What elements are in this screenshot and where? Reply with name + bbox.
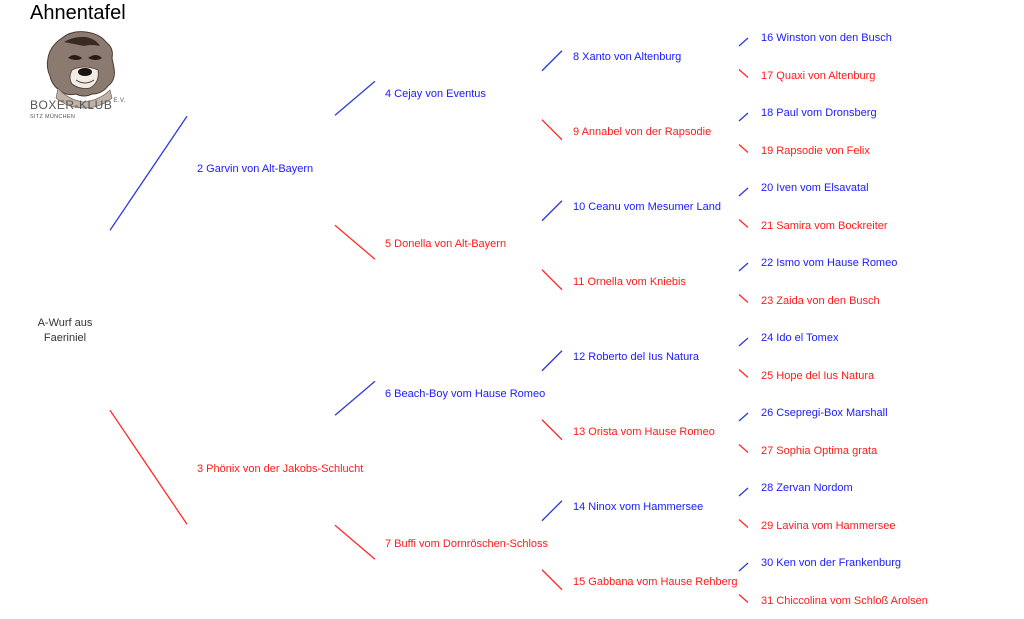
connector-line-13 (541, 419, 563, 441)
root-litter: A-Wurf aus Faeriniel (30, 316, 100, 346)
ancestor-31: 31 Chiccolina vom Schloß Arolsen (761, 594, 928, 607)
connector-line-14 (541, 500, 563, 522)
ancestor-30: 30 Ken von der Frankenburg (761, 557, 902, 569)
connector-line-28 (738, 487, 749, 497)
connector-line-31 (738, 594, 749, 603)
connector-line-4 (334, 80, 376, 116)
connector-line-24 (738, 337, 749, 347)
ancestor-7: 7 Buffi vom Dornröschen-Schloss (385, 538, 549, 551)
logo-subtitle: SITZ MÜNCHEN (30, 114, 76, 120)
ancestor-20: 20 Iven vom Elsavatal (761, 182, 869, 194)
connector-line-25 (738, 369, 749, 378)
ancestor-5: 5 Donella von Alt-Bayern (385, 238, 507, 251)
connector-line-30 (738, 562, 749, 572)
connector-line-21 (738, 219, 749, 228)
logo-suffix: E.V. (113, 98, 127, 104)
ancestor-15: 15 Gabbana vom Hause Rehberg (573, 575, 738, 588)
connector-line-2 (109, 115, 188, 231)
page-title: Ahnentafel (30, 2, 126, 24)
ancestor-29: 29 Lavina vom Hammersee (761, 519, 896, 532)
ancestor-2: 2 Garvin von Alt-Bayern (197, 163, 314, 176)
connector-line-17 (738, 69, 749, 78)
connector-line-6 (334, 380, 376, 416)
logo-wordmark: BOXER-KLUBE.V. (30, 98, 126, 112)
connector-line-20 (738, 187, 749, 197)
connector-line-11 (541, 269, 563, 291)
connector-line-3 (109, 409, 188, 525)
root-line-2: Faeriniel (43, 332, 87, 344)
connector-line-10 (541, 200, 563, 222)
logo-name: BOXER-KLUB (30, 98, 113, 112)
root-line-1: A-Wurf aus (37, 317, 93, 329)
connector-line-29 (738, 519, 749, 528)
ancestor-17: 17 Quaxi von Altenburg (761, 69, 876, 82)
ancestor-8: 8 Xanto von Altenburg (573, 50, 682, 63)
ancestor-6: 6 Beach-Boy vom Hause Romeo (385, 388, 546, 401)
ancestor-24: 24 Ido el Tomex (761, 332, 839, 344)
connector-line-5 (334, 224, 376, 260)
ancestor-16: 16 Winston von den Busch (761, 32, 892, 44)
ancestor-28: 28 Zervan Nordom (761, 482, 853, 494)
connector-line-9 (541, 119, 563, 141)
ancestor-27: 27 Sophia Optima grata (761, 444, 878, 457)
connector-line-23 (738, 294, 749, 303)
ancestor-23: 23 Zaida von den Busch (761, 294, 880, 307)
ancestor-14: 14 Ninox vom Hammersee (573, 500, 704, 513)
connector-line-15 (541, 569, 563, 591)
connector-line-27 (738, 444, 749, 453)
ancestor-22: 22 Ismo vom Hause Romeo (761, 257, 898, 269)
ancestor-11: 11 Ornella vom Kniebis (573, 275, 686, 288)
connector-line-18 (738, 112, 749, 122)
connector-line-19 (738, 144, 749, 153)
connector-line-7 (334, 524, 376, 560)
ancestor-10: 10 Ceanu vom Mesumer Land (573, 200, 721, 213)
ancestor-4: 4 Cejay von Eventus (385, 88, 486, 101)
ancestor-9: 9 Annabel von der Rapsodie (573, 125, 712, 138)
ancestor-3: 3 Phönix von der Jakobs-Schlucht (197, 463, 364, 476)
ancestor-26: 26 Csepregi-Box Marshall (761, 407, 888, 419)
connector-line-22 (738, 262, 749, 272)
ancestor-19: 19 Rapsodie von Felix (761, 144, 870, 157)
ancestor-25: 25 Hope del Ius Natura (761, 369, 875, 382)
connector-line-26 (738, 412, 749, 422)
connector-line-8 (541, 50, 563, 72)
ancestor-18: 18 Paul vom Dronsberg (761, 107, 877, 119)
boxer-dog-head-icon (46, 31, 115, 109)
ancestor-21: 21 Samira vom Bockreiter (761, 219, 888, 232)
connector-line-12 (541, 350, 563, 372)
connector-line-16 (738, 37, 749, 47)
ancestor-13: 13 Orista vom Hause Romeo (573, 425, 715, 438)
ancestor-12: 12 Roberto del Ius Natura (573, 350, 699, 363)
